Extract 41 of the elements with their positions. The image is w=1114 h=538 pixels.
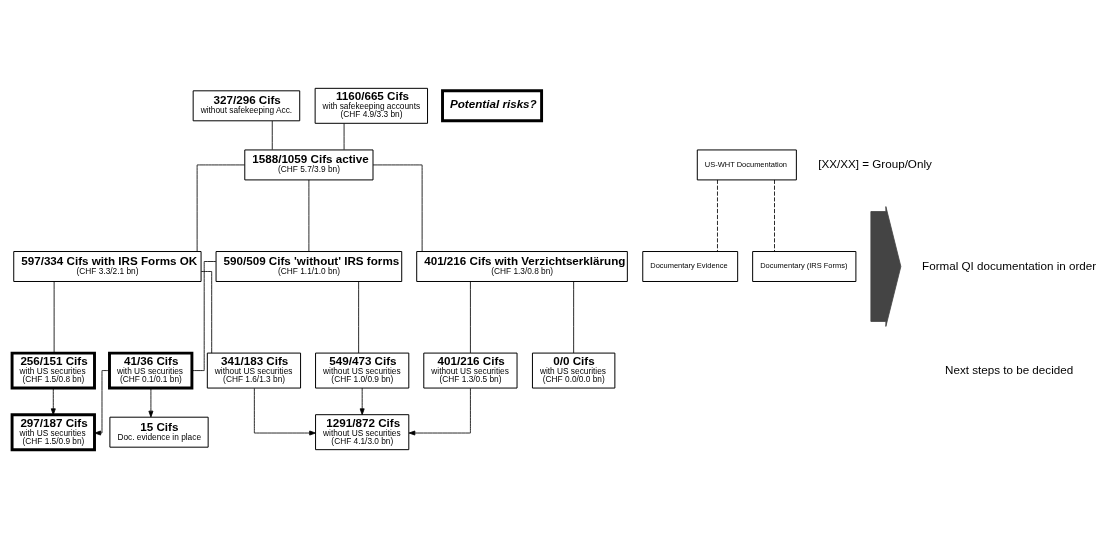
connector (308, 179, 310, 252)
connector (53, 281, 55, 354)
node-box: Documentary (IRS Forms) (752, 251, 857, 282)
label: [XX/XX] = Group/Only (818, 157, 932, 171)
connector (196, 164, 245, 252)
node-box: US-WHT Documentation (696, 149, 797, 181)
node-box: 297/187 Cifs with US securities (CHF 1.5/0.9 bn) (10, 413, 96, 452)
connector (774, 179, 775, 252)
node-box: 341/183 Cifs without US securities (CHF 1.6/1.3 bn) (206, 352, 302, 389)
node-box: 597/334 Cifs with IRS Forms OK (CHF 3.3/2.1 bn) (13, 251, 202, 282)
node-box: Documentary Evidence (642, 251, 739, 282)
node-box: 0/0 Cifs with US securities (CHF 0.0/0.0 bn) (531, 352, 616, 389)
node-box: 1588/1059 Cifs active (CHF 5.7/3.9 bn) (244, 149, 374, 181)
node-box: 15 Cifs Doc. evidence in place (109, 416, 209, 448)
connector (573, 281, 575, 354)
connector (717, 179, 718, 252)
label: Next steps to be decided (945, 362, 1074, 376)
arrow (148, 387, 154, 418)
node-box: 41/36 Cifs with US securities (CHF 0.1/0.1 bn) (108, 351, 194, 390)
node-box: 401/216 Cifs without US securities (CHF 1.3/0.5 bn) (423, 352, 518, 389)
connector (358, 281, 360, 354)
node-arrow (870, 206, 902, 327)
arrow (408, 387, 471, 436)
arrow (50, 387, 56, 416)
connector (200, 271, 213, 354)
arrow (253, 387, 316, 436)
connector (343, 123, 345, 151)
node-box: 401/216 Cifs with Verzichtserklärung (CHF 1.3/0.8 bn) (416, 251, 628, 282)
label: Formal QI documentation in order (922, 258, 1097, 272)
connector (372, 164, 423, 252)
arrow (359, 387, 365, 416)
node-box: Potential risks? (441, 89, 544, 123)
connector (470, 281, 471, 354)
node-box: 327/296 Cifs without safekeeping Acc. (192, 90, 301, 122)
node-box: 1291/872 Cifs without US securities (CHF 4.1/3.0 bn) (315, 414, 410, 451)
node-box: 256/151 Cifs with US securities (CHF 1.5/0.8 bn) (10, 351, 96, 390)
node-box: 590/509 Cifs 'without' IRS forms (CHF 1.1/1.0 bn) (215, 251, 403, 282)
arrow (94, 370, 110, 436)
node-box: 549/473 Cifs without US securities (CHF 1.0/0.9 bn) (315, 352, 410, 389)
node-box: 1160/665 Cifs with safekeeping accounts (CHF 4.9/3.3 bn) (314, 87, 429, 124)
connector (271, 120, 273, 150)
